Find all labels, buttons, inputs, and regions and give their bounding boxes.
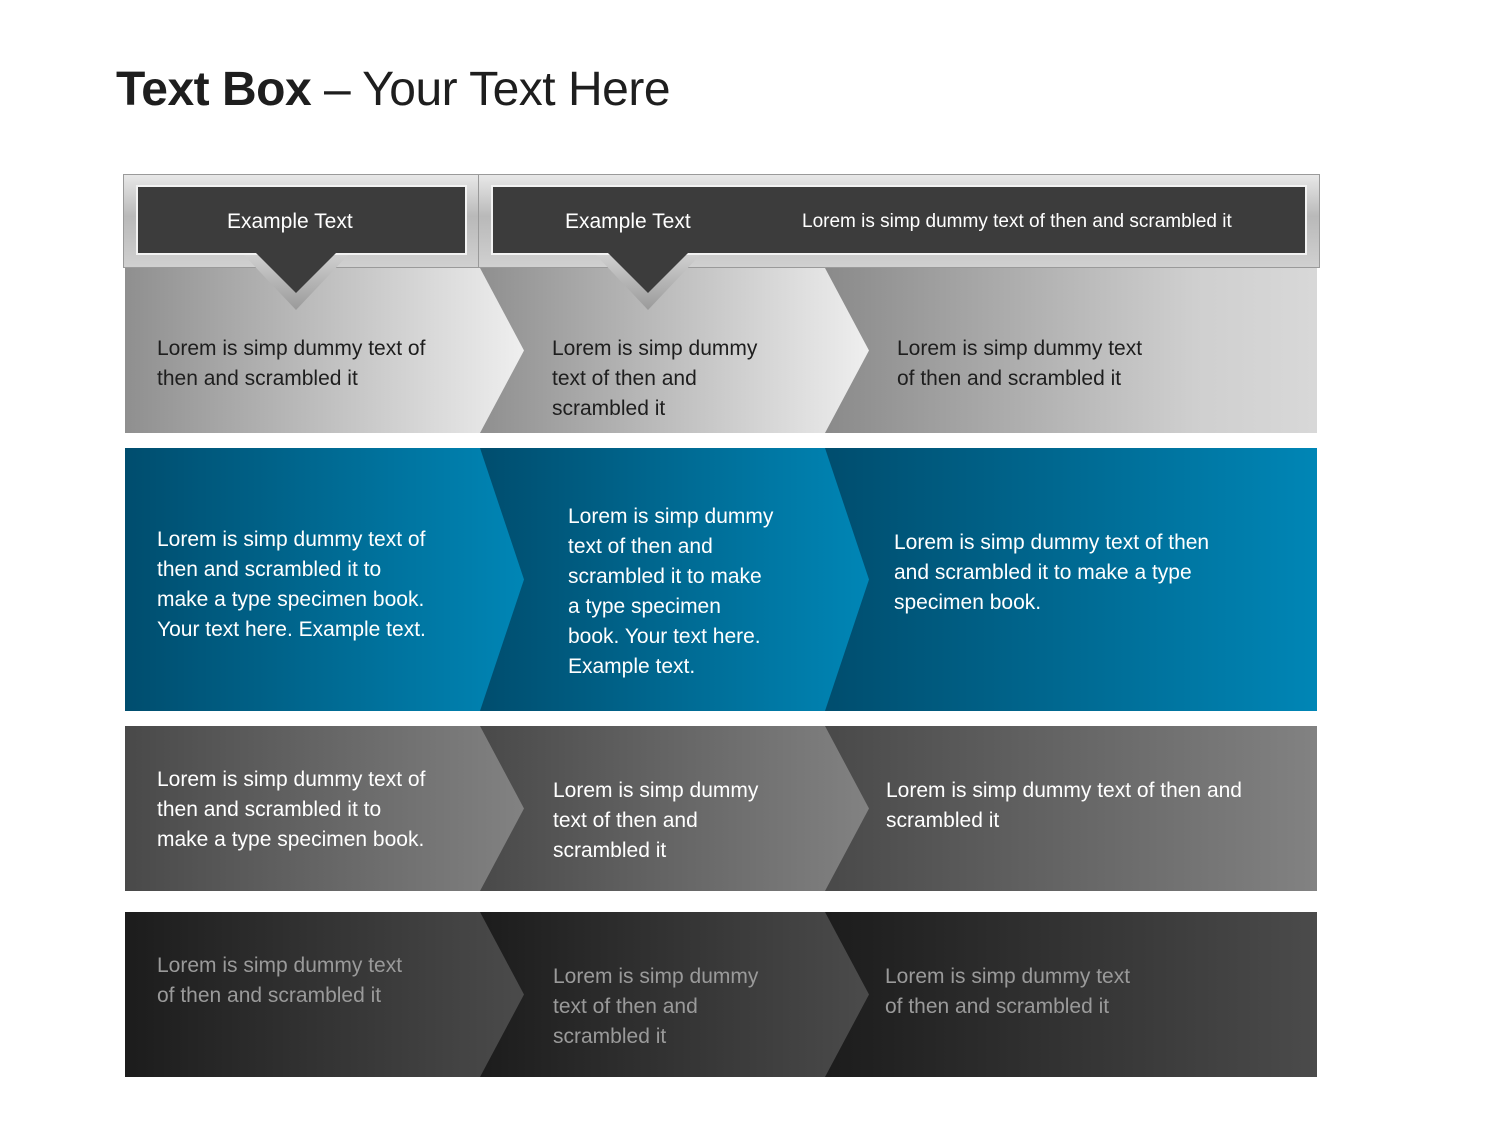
text-line: Lorem is simp dummy <box>553 965 759 988</box>
header-label-1: Example Text <box>227 210 353 233</box>
text-line: specimen book. <box>894 591 1042 614</box>
text-line: then and scrambled it to <box>157 558 382 581</box>
header-label-2: Example Text <box>565 210 691 233</box>
row-mid-gray-cell-3 <box>825 726 1317 891</box>
row-light-gray-cell-1 <box>125 268 524 433</box>
header-frame-2 <box>478 174 1320 268</box>
row-blue-cell-3 <box>825 448 1317 711</box>
text-line: Lorem is simp dummy <box>552 337 758 360</box>
text-line: Lorem is simp dummy text <box>897 337 1143 360</box>
text-line: of then and scrambled it <box>897 367 1122 390</box>
text-line: Lorem is simp dummy text of then and <box>886 779 1242 802</box>
row-blue-cell-2-text: Lorem is simp dummy text of then and scram… <box>568 502 773 682</box>
header-pointer-1 <box>256 253 336 293</box>
row-mid-gray-cell-1 <box>125 726 524 891</box>
row-dark-cell-1-text: Lorem is simp dummy text of then and scra… <box>157 951 402 1011</box>
row-dark-cell-1 <box>125 912 524 1077</box>
text-line: of then and scrambled it <box>885 995 1110 1018</box>
header-frame-1 <box>123 174 480 268</box>
text-line: text of then and <box>552 367 697 390</box>
row-mid-gray-cell-2-text: Lorem is simp dummy text of then and scram… <box>553 776 758 866</box>
title-rest: – Your Text Here <box>311 63 671 116</box>
text-line: Example text. <box>568 655 696 678</box>
text-line: Lorem is simp dummy text <box>157 954 403 977</box>
row-mid-gray-cell-2 <box>480 726 869 891</box>
text-line: scrambled it <box>553 839 667 862</box>
text-line: book. Your text here. <box>568 625 761 648</box>
row-light-gray-cell-3-text: Lorem is simp dummy text of then and scra… <box>897 334 1142 394</box>
row-blue-cell-1 <box>125 448 524 711</box>
row-blue-cell-1-text: Lorem is simp dummy text of then and scra… <box>157 525 426 645</box>
text-line: make a type specimen book. <box>157 588 425 611</box>
row-dark-cell-2 <box>480 912 869 1077</box>
row-dark-cell-3-text: Lorem is simp dummy text of then and scra… <box>885 962 1130 1022</box>
text-line: scrambled it <box>553 1025 667 1048</box>
text-line: text of then and <box>553 809 698 832</box>
text-line: Lorem is simp dummy text of then <box>894 531 1210 554</box>
row-dark-cell-2-text: Lorem is simp dummy text of then and scram… <box>553 962 758 1052</box>
text-line: then and scrambled it <box>157 367 358 390</box>
header-bar-1 <box>136 185 467 255</box>
row-blue-cell-2 <box>480 448 869 711</box>
text-line: make a type specimen book. <box>157 828 425 851</box>
row-light-gray-cell-3 <box>825 268 1317 433</box>
header-description-2: Lorem is simp dummy text of then and scr… <box>802 211 1232 232</box>
row-light-gray-cell-1-text: Lorem is simp dummy text of then and scra… <box>157 334 425 394</box>
text-line: scrambled it <box>886 809 1000 832</box>
text-line: a type specimen <box>568 595 721 618</box>
row-light-gray-cell-2-text: Lorem is simp dummy text of then and scram… <box>552 334 757 424</box>
text-line: Lorem is simp dummy text of <box>157 528 426 551</box>
text-line: Lorem is simp dummy text of <box>157 768 426 791</box>
header-pointer-2 <box>608 253 688 293</box>
text-line: text of then and <box>568 535 713 558</box>
text-line: then and scrambled it to <box>157 798 382 821</box>
header-bar-2 <box>491 185 1307 255</box>
row-light-gray-cell-2 <box>480 268 869 433</box>
page-title: Text Box – Your Text Here <box>116 62 671 117</box>
title-bold: Text Box <box>116 63 312 116</box>
text-line: Lorem is simp dummy text <box>885 965 1131 988</box>
text-line: Lorem is simp dummy <box>568 505 774 528</box>
row-dark-cell-3 <box>825 912 1317 1077</box>
text-line: Your text here. Example text. <box>157 618 426 641</box>
row-blue-cell-3-text: Lorem is simp dummy text of then and scra… <box>894 528 1209 618</box>
text-line: Lorem is simp dummy <box>553 779 759 802</box>
text-line: scrambled it to make <box>568 565 762 588</box>
text-line: Lorem is simp dummy text of <box>157 337 426 360</box>
row-mid-gray-cell-3-text: Lorem is simp dummy text of then and scra… <box>886 776 1242 836</box>
row-mid-gray-cell-1-text: Lorem is simp dummy text of then and scra… <box>157 765 425 855</box>
text-line: of then and scrambled it <box>157 984 382 1007</box>
text-line: scrambled it <box>552 397 666 420</box>
text-line: text of then and <box>553 995 698 1018</box>
text-line: and scrambled it to make a type <box>894 561 1192 584</box>
